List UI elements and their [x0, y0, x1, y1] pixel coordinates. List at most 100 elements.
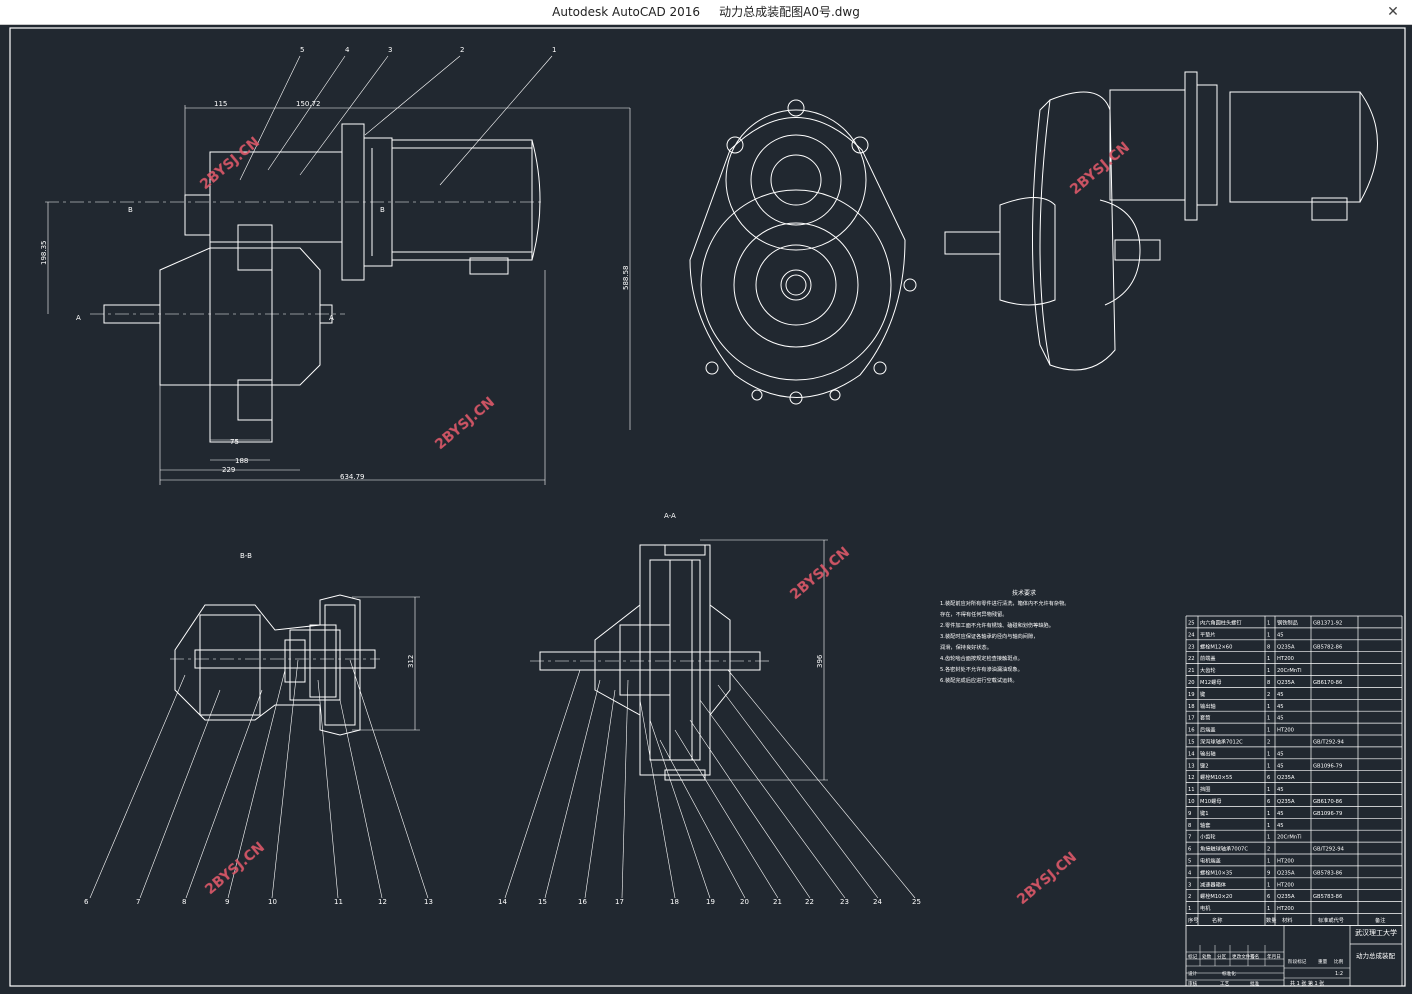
- side-view: [689, 99, 917, 405]
- tb-weight-label: 重量: [1318, 958, 1328, 965]
- bom-cell: 3: [1188, 882, 1191, 888]
- balloon-5: 5: [300, 46, 304, 54]
- bom-cell: 1: [1267, 787, 1270, 793]
- watermark: 2BYSJ.CN: [432, 394, 498, 453]
- bom-cell: HT200: [1277, 656, 1294, 662]
- note-line: 4.齿轮啮合面按规定检查接触斑点。: [940, 654, 1023, 662]
- bom-cell: 1: [1267, 632, 1270, 638]
- bom-cell: 6: [1188, 847, 1191, 853]
- dim-634-79: 634.79: [340, 473, 365, 481]
- aa-dim-396: 396: [816, 654, 824, 668]
- section-mark-a-left: A: [76, 314, 81, 322]
- bom-cell: 大齿轮: [1200, 666, 1216, 674]
- drawing-frame: [9, 27, 1406, 987]
- balloon-11: 11: [334, 898, 343, 906]
- bom-cell: 45: [1277, 751, 1284, 757]
- bom-cell: 深沟球轴承7012C: [1200, 738, 1243, 746]
- bom-cell: Q235A: [1277, 644, 1295, 650]
- bom-cell: 8: [1267, 680, 1270, 686]
- tb-check-label: 审核: [1188, 980, 1198, 987]
- bom-cell: M10螺母: [1200, 797, 1221, 805]
- bom-cell: 1: [1267, 823, 1270, 829]
- bom-cell: 1: [1267, 716, 1270, 722]
- balloon-18: 18: [670, 898, 679, 906]
- dim-150-72: 150.72: [296, 100, 321, 108]
- tb-stage-label: 阶段标记: [1288, 958, 1307, 965]
- bom-cell: 1: [1267, 668, 1270, 674]
- tb-header-label: 签名: [1250, 953, 1259, 960]
- bom-header-cell: 名称: [1212, 916, 1222, 924]
- flange: [184, 194, 211, 236]
- tb-header-label: 处数: [1202, 953, 1212, 960]
- bom-cell: 45: [1277, 763, 1284, 769]
- bom-cell: 后端盖: [1200, 726, 1216, 734]
- bom-cell: HT200: [1277, 882, 1294, 888]
- balloon-24: 24: [873, 898, 882, 906]
- drawing-svg[interactable]: 115 150.72 198.35 588.58 75 188 229 634.…: [0, 24, 1412, 990]
- bom-cell: 电机: [1200, 904, 1211, 912]
- bom-cell: GB5782-86: [1313, 644, 1342, 650]
- bom-cell: GB/T292-94: [1313, 740, 1345, 746]
- title-block-labels: 标记处数分区更改文件号签名年月日: [1188, 953, 1281, 960]
- notes-title: 技术要求: [1012, 589, 1036, 597]
- bom-header-cell: 材料: [1282, 916, 1292, 924]
- note-line: 5.各密封处不允许有渗油漏油现象。: [940, 665, 1023, 673]
- watermark: 2BYSJ.CN: [202, 839, 268, 898]
- section-mark-b-left: B: [128, 206, 133, 214]
- bb-section: [89, 594, 429, 899]
- bom-cell: HT200: [1277, 859, 1294, 865]
- bom-cell: 20CrMnTi: [1277, 835, 1302, 841]
- bom-table: [1185, 615, 1403, 987]
- bom-cell: 键: [1200, 690, 1205, 698]
- balloon-14: 14: [498, 898, 507, 906]
- bom-cell: 挡圈: [1200, 785, 1210, 793]
- bom-cell: 2: [1267, 692, 1270, 698]
- bom-cell: 1: [1267, 728, 1270, 734]
- watermarks: 2BYSJ.CN 2BYSJ.CN 2BYSJ.CN 2BYSJ.CN 2BYS…: [197, 134, 1133, 908]
- bom-cell: 键2: [1200, 761, 1209, 769]
- balloon-6: 6: [84, 898, 89, 906]
- balloon-10: 10: [268, 898, 277, 906]
- bom-cell: Q235A: [1277, 799, 1295, 805]
- section-mark-a-right: A: [329, 314, 334, 322]
- bom-cell: HT200: [1277, 728, 1294, 734]
- tb-header-label: 标记: [1188, 953, 1198, 960]
- bom-cell: 电机端盖: [1200, 857, 1221, 865]
- app-name: Autodesk AutoCAD 2016: [552, 5, 701, 19]
- bom-header-cell: 标准或代号: [1318, 916, 1344, 924]
- bom-cell: 4: [1188, 870, 1192, 876]
- balloon-22: 22: [805, 898, 814, 906]
- bom-cell: GB6170-86: [1313, 680, 1342, 686]
- drawing-canvas[interactable]: 115 150.72 198.35 588.58 75 188 229 634.…: [0, 24, 1412, 990]
- bom-cell: GB5783-86: [1313, 870, 1342, 876]
- bom-cell: 6: [1267, 775, 1270, 781]
- bom-cell: 平垫片: [1200, 630, 1216, 638]
- bom-cell: 1: [1267, 763, 1270, 769]
- bom-cell: 10: [1188, 799, 1195, 805]
- balloon-12: 12: [378, 898, 387, 906]
- balloon-7: 7: [136, 898, 140, 906]
- bom-cell: 19: [1188, 692, 1195, 698]
- bom-cell: 螺栓M10×55: [1200, 773, 1232, 781]
- balloon-17: 17: [615, 898, 624, 906]
- title-block-sheet: 共 1 张 第 1 张: [1290, 980, 1324, 987]
- bb-dim-312: 312: [407, 655, 415, 668]
- tb-process-label: 工艺: [1220, 981, 1230, 987]
- bom-cell: 20: [1188, 680, 1195, 686]
- bom-cell: 12: [1188, 775, 1195, 781]
- bom-header-cell: 数量: [1266, 916, 1276, 924]
- bom-cell: M12螺母: [1200, 678, 1221, 686]
- bom-cell: 16: [1188, 728, 1195, 734]
- window-titlebar: Autodesk AutoCAD 2016 动力总成装配图A0号.dwg ✕: [0, 0, 1412, 25]
- balloon-8: 8: [182, 898, 186, 906]
- bom-cell: 23: [1188, 644, 1195, 650]
- bom-cell: GB1096-79: [1313, 763, 1342, 769]
- bom-cell: Q235A: [1277, 680, 1295, 686]
- bom-cell: 9: [1267, 870, 1270, 876]
- bom-cell: 21: [1188, 668, 1195, 674]
- bom-cell: 1: [1267, 906, 1270, 912]
- close-button[interactable]: ✕: [1387, 4, 1399, 20]
- bom-cell: 轴套: [1200, 821, 1211, 829]
- balloon-23: 23: [840, 898, 849, 906]
- title-block-scale: 1:2: [1335, 971, 1343, 977]
